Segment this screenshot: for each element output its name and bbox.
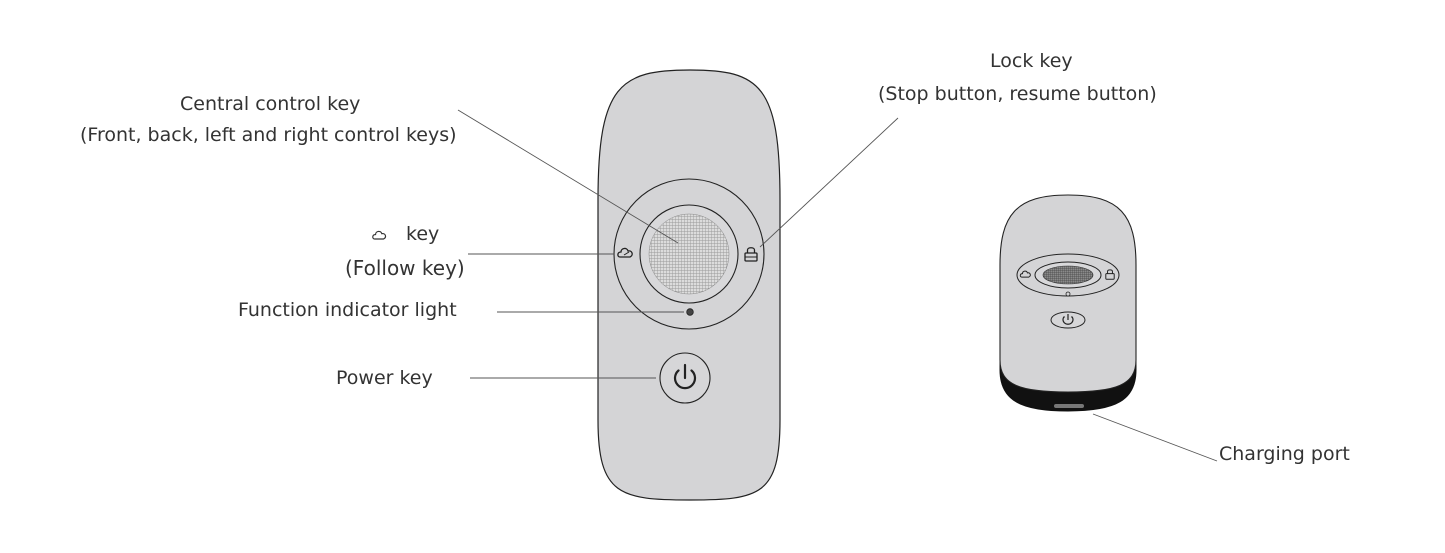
- charging-port-label: Charging port: [1219, 443, 1350, 465]
- power-icon: [673, 363, 697, 390]
- central-key-title: Central control key: [180, 93, 361, 115]
- leader-lines: [457, 109, 1218, 462]
- lock-key-icon[interactable]: [744, 247, 758, 262]
- charging-port: [1054, 404, 1084, 408]
- power-key-small: [1050, 311, 1086, 329]
- power-key-label: Power key: [336, 367, 433, 389]
- lock-key-detail: (Stop button, resume button): [878, 83, 1157, 105]
- follow-key-icon[interactable]: [617, 247, 633, 258]
- remote-front-view: [597, 69, 781, 501]
- lock-key-title: Lock key: [990, 50, 1073, 72]
- central-control-key[interactable]: [648, 213, 730, 295]
- follow-key-detail: (Follow key): [345, 256, 465, 280]
- follow-key-title-row: key: [372, 225, 439, 244]
- remote-angled-view: [999, 194, 1137, 412]
- follow-key-title: key: [406, 223, 440, 245]
- lock-key-icon-small: [1105, 269, 1115, 280]
- leader-lock-key: [759, 117, 899, 248]
- leader-central-key: [457, 109, 679, 244]
- follow-cloud-icon: [372, 230, 387, 240]
- indicator-light-label: Function indicator light: [238, 299, 457, 321]
- central-key-detail: (Front, back, left and right control key…: [80, 124, 457, 146]
- function-indicator-light: [686, 308, 694, 316]
- follow-key-icon-small: [1019, 270, 1031, 278]
- central-control-key-small: [1042, 265, 1094, 285]
- leader-charging-port: [1092, 413, 1218, 462]
- power-key[interactable]: [659, 352, 711, 404]
- indicator-light-small: [1065, 291, 1071, 297]
